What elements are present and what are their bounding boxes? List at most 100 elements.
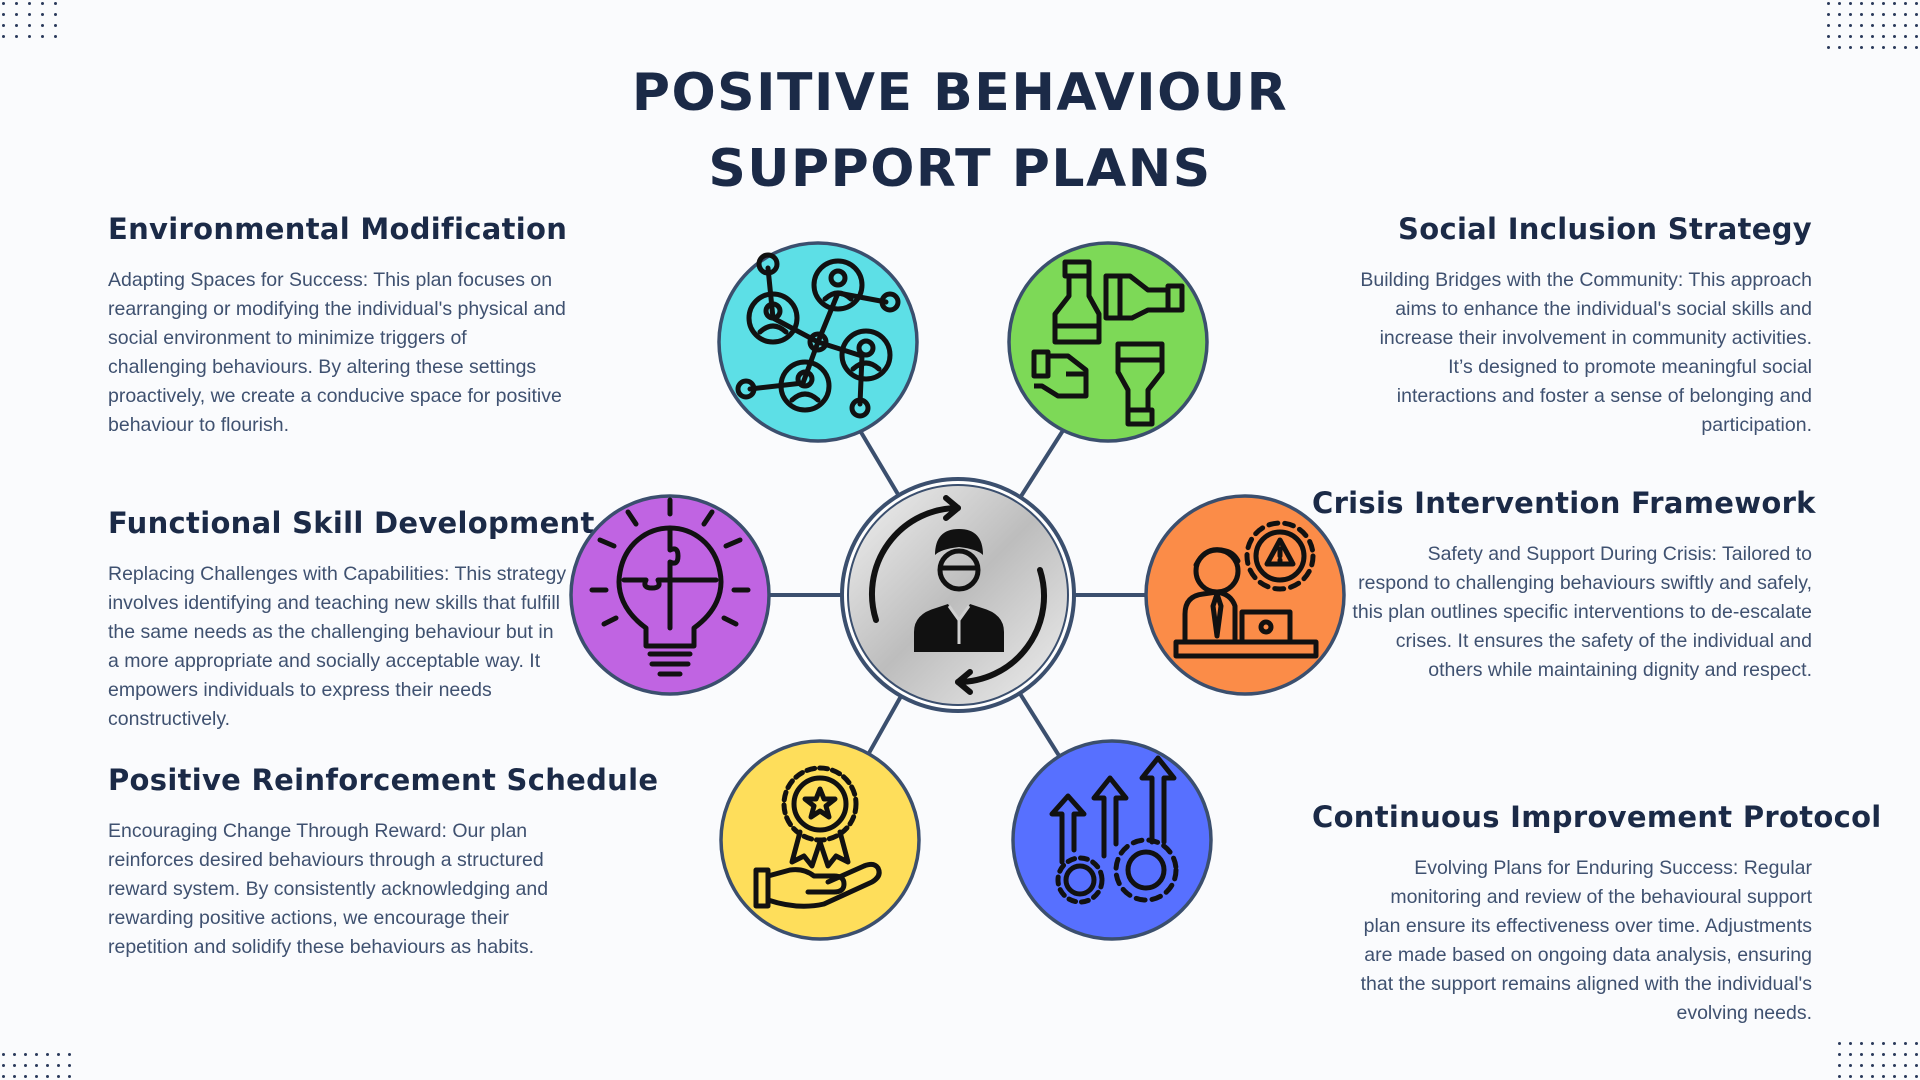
dot bbox=[1849, 35, 1852, 38]
dot bbox=[1860, 1075, 1863, 1078]
dot bbox=[1915, 35, 1918, 38]
dot bbox=[1915, 13, 1918, 16]
section-body: Replacing Challenges with Capabilities: … bbox=[108, 563, 567, 730]
dot bbox=[1882, 1075, 1885, 1078]
dot bbox=[57, 1053, 60, 1056]
dot bbox=[1915, 1064, 1918, 1067]
dot bbox=[1838, 13, 1841, 16]
dot bbox=[28, 24, 31, 27]
section-body: Evolving Plans for Enduring Success: Reg… bbox=[1360, 857, 1812, 1024]
dot bbox=[46, 1075, 49, 1078]
dot bbox=[1915, 1042, 1918, 1045]
dot bbox=[15, 24, 18, 27]
dot bbox=[1882, 46, 1885, 49]
section-crisis-intervention-framework: Crisis Intervention Framework Safety and… bbox=[1312, 486, 1816, 685]
dot bbox=[1838, 24, 1841, 27]
dot bbox=[1827, 35, 1830, 38]
section-social-inclusion-strategy: Social Inclusion Strategy Building Bridg… bbox=[1312, 212, 1812, 440]
dot bbox=[28, 13, 31, 16]
dot bbox=[2, 1075, 5, 1078]
dot bbox=[1860, 46, 1863, 49]
dot bbox=[28, 35, 31, 38]
dot bbox=[68, 1064, 71, 1067]
dot bbox=[1871, 46, 1874, 49]
dot bbox=[1871, 2, 1874, 5]
dot bbox=[1882, 35, 1885, 38]
dot bbox=[1871, 1064, 1874, 1067]
dot bbox=[1871, 1053, 1874, 1056]
dot bbox=[54, 13, 57, 16]
dot bbox=[1893, 2, 1896, 5]
dot bbox=[2, 1064, 5, 1067]
dot bbox=[1860, 24, 1863, 27]
dot bbox=[1882, 24, 1885, 27]
dot bbox=[1838, 1075, 1841, 1078]
dot bbox=[1904, 1053, 1907, 1056]
dot bbox=[1904, 13, 1907, 16]
dot bbox=[1838, 1042, 1841, 1045]
dot bbox=[41, 2, 44, 5]
dot bbox=[1915, 1053, 1918, 1056]
dot bbox=[15, 13, 18, 16]
dot bbox=[1882, 1042, 1885, 1045]
dot bbox=[1893, 24, 1896, 27]
dot bbox=[68, 1053, 71, 1056]
dot bbox=[1827, 13, 1830, 16]
dot bbox=[35, 1064, 38, 1067]
dot bbox=[15, 35, 18, 38]
dot bbox=[2, 1053, 5, 1056]
section-heading: Continuous Improvement Protocol bbox=[1312, 800, 1882, 834]
dot bbox=[2, 24, 5, 27]
dot bbox=[57, 1075, 60, 1078]
dot bbox=[1849, 1075, 1852, 1078]
dot bbox=[1893, 1053, 1896, 1056]
dot bbox=[54, 35, 57, 38]
dot bbox=[1915, 24, 1918, 27]
section-heading: Crisis Intervention Framework bbox=[1312, 486, 1816, 520]
puzzle-lightbulb-icon bbox=[569, 494, 771, 696]
dot bbox=[46, 1064, 49, 1067]
dot bbox=[1904, 46, 1907, 49]
dot bbox=[1838, 35, 1841, 38]
dot bbox=[1871, 1042, 1874, 1045]
dot bbox=[15, 2, 18, 5]
dot bbox=[1860, 1053, 1863, 1056]
dot bbox=[1915, 1075, 1918, 1078]
dot bbox=[54, 24, 57, 27]
dot bbox=[1871, 24, 1874, 27]
dot bbox=[13, 1075, 16, 1078]
dot bbox=[1871, 13, 1874, 16]
dot bbox=[1904, 35, 1907, 38]
dot bbox=[1893, 1075, 1896, 1078]
dot bbox=[1904, 1075, 1907, 1078]
dot bbox=[1860, 13, 1863, 16]
dot bbox=[1882, 1064, 1885, 1067]
dot bbox=[1827, 46, 1830, 49]
dot bbox=[46, 1053, 49, 1056]
dot bbox=[1904, 1042, 1907, 1045]
section-heading: Environmental Modification bbox=[108, 212, 568, 246]
section-continuous-improvement-protocol: Continuous Improvement Protocol Evolving… bbox=[1312, 800, 1882, 1028]
dot bbox=[13, 1053, 16, 1056]
decorative-dots-bottom-right bbox=[1838, 1042, 1918, 1078]
dot bbox=[1871, 35, 1874, 38]
section-functional-skill-development: Functional Skill Development Replacing C… bbox=[108, 506, 608, 734]
dot bbox=[1849, 2, 1852, 5]
dot bbox=[1849, 1064, 1852, 1067]
gears-up-arrows-icon bbox=[1011, 739, 1213, 941]
dot bbox=[1838, 1064, 1841, 1067]
dot bbox=[1904, 1064, 1907, 1067]
decorative-dots-top-left bbox=[2, 2, 57, 38]
section-environmental-modification: Environmental Modification Adapting Spac… bbox=[108, 212, 608, 440]
dot bbox=[68, 1075, 71, 1078]
section-body: Adapting Spaces for Success: This plan f… bbox=[108, 269, 566, 436]
dot bbox=[24, 1075, 27, 1078]
dot bbox=[1882, 2, 1885, 5]
dot bbox=[54, 2, 57, 5]
dot bbox=[1860, 1064, 1863, 1067]
people-network-icon bbox=[717, 241, 919, 443]
dot bbox=[2, 2, 5, 5]
dot bbox=[41, 35, 44, 38]
dot bbox=[1904, 2, 1907, 5]
dot bbox=[24, 1053, 27, 1056]
